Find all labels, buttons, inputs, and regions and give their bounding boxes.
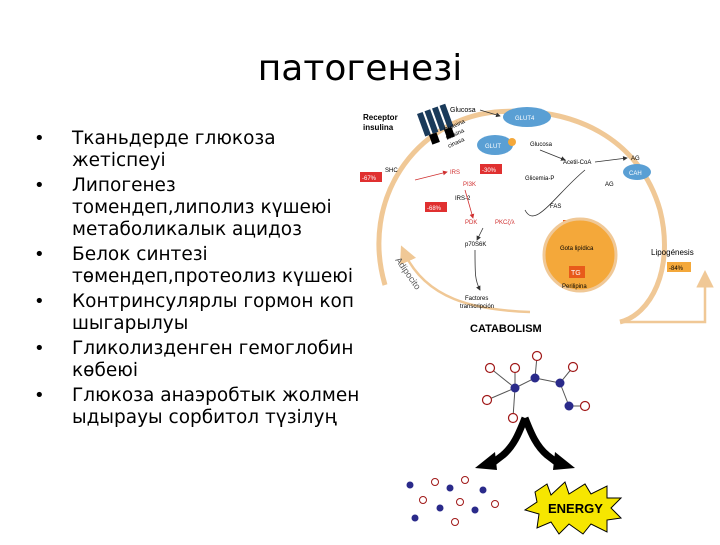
irs2-label: IRS-2 [455,196,471,202]
arrow-head-left [475,452,497,470]
pct-badge [667,262,691,272]
arrow [479,109,501,118]
arrow [414,170,448,181]
energy-burst [523,481,623,535]
pathway-diagram: Receptor insulina Proteina tirosina cina… [360,103,714,535]
bullet-text: Контринсулярлы гормон коп шыгарылуы [72,291,354,334]
transcription-label: transcripción [460,304,494,310]
bullet-dot: • [34,385,45,406]
pkcz-label: PKCζ/λ [495,220,515,226]
bullet-text: Липогенез томендеп,липолиз күшеюі метабо… [72,175,332,240]
bullet-dot: • [34,291,45,312]
bullet-dot: • [34,244,45,265]
bullet-item: • Липогенез томендеп,липолиз күшеюі метаб… [30,175,360,241]
glucose-inner-label: Glucosa [530,142,553,148]
insulin-receptor-icon [417,103,455,145]
bullet-text: Гликолизденген гемоглобин көбеюі [72,338,354,381]
receptor-label: Receptor [363,113,398,122]
glut-transporter [477,135,513,155]
bullet-text: Тканьдерде глюкоза жетіспеуі [72,128,276,171]
bullet-item: • Контринсулярлы гормон коп шыгарылуы [30,291,360,335]
feedback-arrow [400,245,531,314]
tg-label: TG [571,270,581,277]
pct-label: -30% [482,168,497,174]
bullet-dot: • [34,338,45,359]
irs-label: IRS [450,170,460,176]
pct-badge [480,164,502,174]
pi3k-label: PI3K [463,182,476,188]
p70s6k-label: p70S6K [465,242,486,248]
molecule-atoms [481,350,591,424]
bullet-dot: • [34,175,45,196]
tg-box [569,266,585,278]
arrow [476,227,484,241]
bullet-item: • Белок синтезі төмендеп,протеолиз күшеюі [30,244,360,288]
glicemia-label: Glicemia-P [525,176,554,182]
perilipin-label: Perilipina [562,284,587,290]
arrow [594,156,628,163]
ag-mid-label: AG [605,182,614,188]
pct-label: -67% [362,176,377,182]
bullet-dot: • [34,128,45,149]
adipocyte-membrane [376,108,667,325]
pathway-line [524,169,586,217]
receptor-label: insulina [363,123,394,132]
catabolism-label: CATABOLISM [470,323,542,335]
fas-label: FAS [550,204,561,210]
lipogenesis-label: Lipogénesis [651,248,694,257]
factors-label: Factores [465,296,488,302]
pdk-label: PDK [465,220,477,226]
lipid-droplet [542,217,618,293]
glut4-label: GLUT4 [515,116,535,122]
pct-badge [360,172,382,182]
bullet-text: Белок синтезі төмендеп,протеолиз күшеюі [72,244,354,287]
bullet-text: Глюкоза анаэробтык жолмен ыдырауы сорбит… [72,385,360,428]
arrow [464,189,475,219]
lipogenesis-arrow [620,270,714,324]
ag-label: AG [631,156,640,162]
bullet-list: • Тканьдерде глюкоза жетіспеуі • Липогенез… [30,128,360,432]
slide-title: патогенезі [257,48,463,89]
glut-label: GLUT [485,144,501,150]
catabolism-split-arrow-right [521,416,563,468]
small-molecules [406,476,499,526]
bullet-item: • Глюкоза анаэробтык жолмен ыдырауы сорби… [30,385,360,429]
arrow-head-right [553,452,575,470]
pct-badge [425,202,447,212]
energy-label: ENERGY [548,501,603,516]
pct-label: -68% [427,206,442,212]
bullet-item: • Тканьдерде глюкоза жетіспеуі [30,128,360,172]
lipid-droplet-label: Gota lipídica [560,246,594,252]
acetylcoa-label: Acetil-CoA [563,160,591,166]
shc-label: SHC [385,168,398,174]
arrow [474,249,481,291]
arrow [539,149,566,161]
phosphate-icon [508,138,516,146]
bullet-item: • Гликолизденген гемоглобин көбеюі [30,338,360,382]
cah-transporter [623,164,651,180]
insulin-pathway-figure: Receptor insulina Proteina tirosina cina… [355,100,720,540]
glut4-transporter [503,107,551,127]
cah-label: CAH [629,171,642,177]
glucose-label: Glucosa [450,107,476,114]
pct-label: -84% [669,266,684,272]
